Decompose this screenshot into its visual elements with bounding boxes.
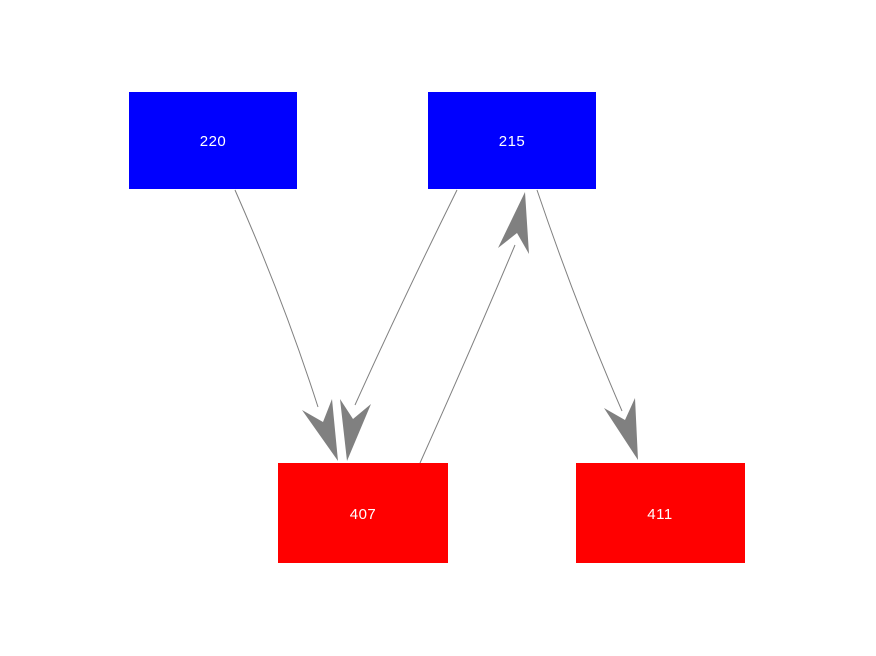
edge-215-407-arrowhead [340, 399, 371, 461]
node-215-label: 215 [499, 133, 526, 150]
edge-220-407-arrowhead [302, 399, 338, 461]
node-411-box [576, 463, 745, 563]
edge-220-407 [234, 189, 338, 461]
node-220-label: 220 [200, 133, 227, 150]
edge-407-215-line [419, 244, 516, 464]
edge-407-215 [419, 192, 529, 464]
edge-215-407 [340, 189, 458, 461]
node-220-box [129, 92, 297, 189]
edge-407-215-arrowhead [498, 192, 529, 254]
edge-215-407-line [354, 189, 458, 406]
node-215-box [428, 92, 596, 189]
node-215: 215 [428, 92, 596, 189]
node-407: 407 [278, 463, 448, 563]
node-411: 411 [576, 463, 745, 563]
node-407-box [278, 463, 448, 563]
edge-220-407-line [234, 189, 319, 408]
node-411-label: 411 [647, 506, 672, 523]
edge-215-411-arrowhead [604, 398, 638, 460]
edge-215-411-line [536, 189, 623, 412]
edge-215-411 [536, 189, 638, 460]
node-220: 220 [129, 92, 297, 189]
node-407-label: 407 [350, 506, 377, 523]
